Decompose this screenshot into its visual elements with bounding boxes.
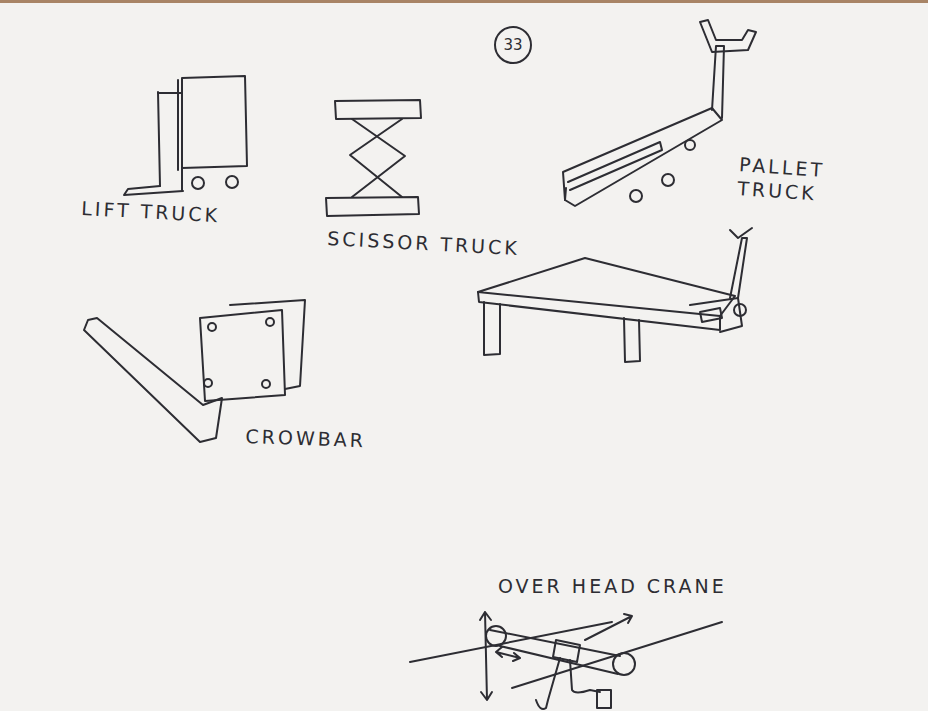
handwritten-label: OVER HEAD CRANE xyxy=(498,574,818,598)
scissor-arm xyxy=(352,119,405,197)
crowbar-drawing xyxy=(84,300,305,442)
bolt xyxy=(262,380,270,388)
rail xyxy=(410,622,612,662)
handwritten-label: PALLET TRUCK xyxy=(737,152,860,208)
platform-front xyxy=(478,292,720,330)
page-number: 33 xyxy=(503,36,522,54)
circle-outline xyxy=(495,27,531,63)
wheel xyxy=(734,304,746,316)
drive-panel xyxy=(700,308,722,322)
drive-unit xyxy=(690,298,742,332)
bolt xyxy=(204,379,212,387)
wheel xyxy=(192,177,204,189)
pendant xyxy=(597,690,611,708)
scissor-truck-drawing xyxy=(326,100,421,216)
body-line xyxy=(181,168,183,190)
circled-number: 33 xyxy=(494,26,532,64)
handwritten-label: SCISSOR TRUCK xyxy=(327,226,568,263)
hook xyxy=(536,658,560,709)
platform-leg xyxy=(484,302,500,355)
overhead-crane-drawing xyxy=(410,612,722,709)
handle-pole xyxy=(730,238,747,298)
fork-slot xyxy=(568,142,662,190)
motion-arrow xyxy=(585,614,632,640)
fork-tip xyxy=(565,188,566,200)
wheel xyxy=(685,140,695,150)
front-plate xyxy=(200,310,285,401)
handwritten-label: LIFT TRUCK xyxy=(81,196,282,230)
platform-leg xyxy=(624,318,640,362)
fork xyxy=(124,186,183,195)
wheel xyxy=(662,174,674,186)
top-plate xyxy=(335,100,421,119)
mast xyxy=(158,92,160,186)
motion-arrow xyxy=(480,612,492,700)
motion-arrow xyxy=(496,647,520,661)
wheel xyxy=(630,190,642,202)
truck-body xyxy=(182,76,247,168)
handle-grip xyxy=(700,20,756,52)
pendant-cable xyxy=(570,660,600,693)
trolley xyxy=(553,640,580,662)
handwritten-label: CROWBAR xyxy=(245,424,416,454)
bridge-girder xyxy=(490,630,620,674)
pallet-truck-drawing xyxy=(563,20,756,206)
bridge-wheel xyxy=(613,653,635,675)
bolt xyxy=(208,323,216,331)
handle-grip xyxy=(730,228,752,238)
lift-truck-drawing xyxy=(124,76,247,195)
truck-body xyxy=(563,108,722,206)
scissor-arm xyxy=(350,119,402,197)
bottom-plate xyxy=(326,197,419,216)
bridge-wheel xyxy=(486,626,506,646)
paper-edge xyxy=(0,0,928,3)
bolt xyxy=(266,318,274,326)
body-line xyxy=(177,80,179,170)
handle-pole xyxy=(712,46,724,118)
wheel xyxy=(226,176,238,188)
